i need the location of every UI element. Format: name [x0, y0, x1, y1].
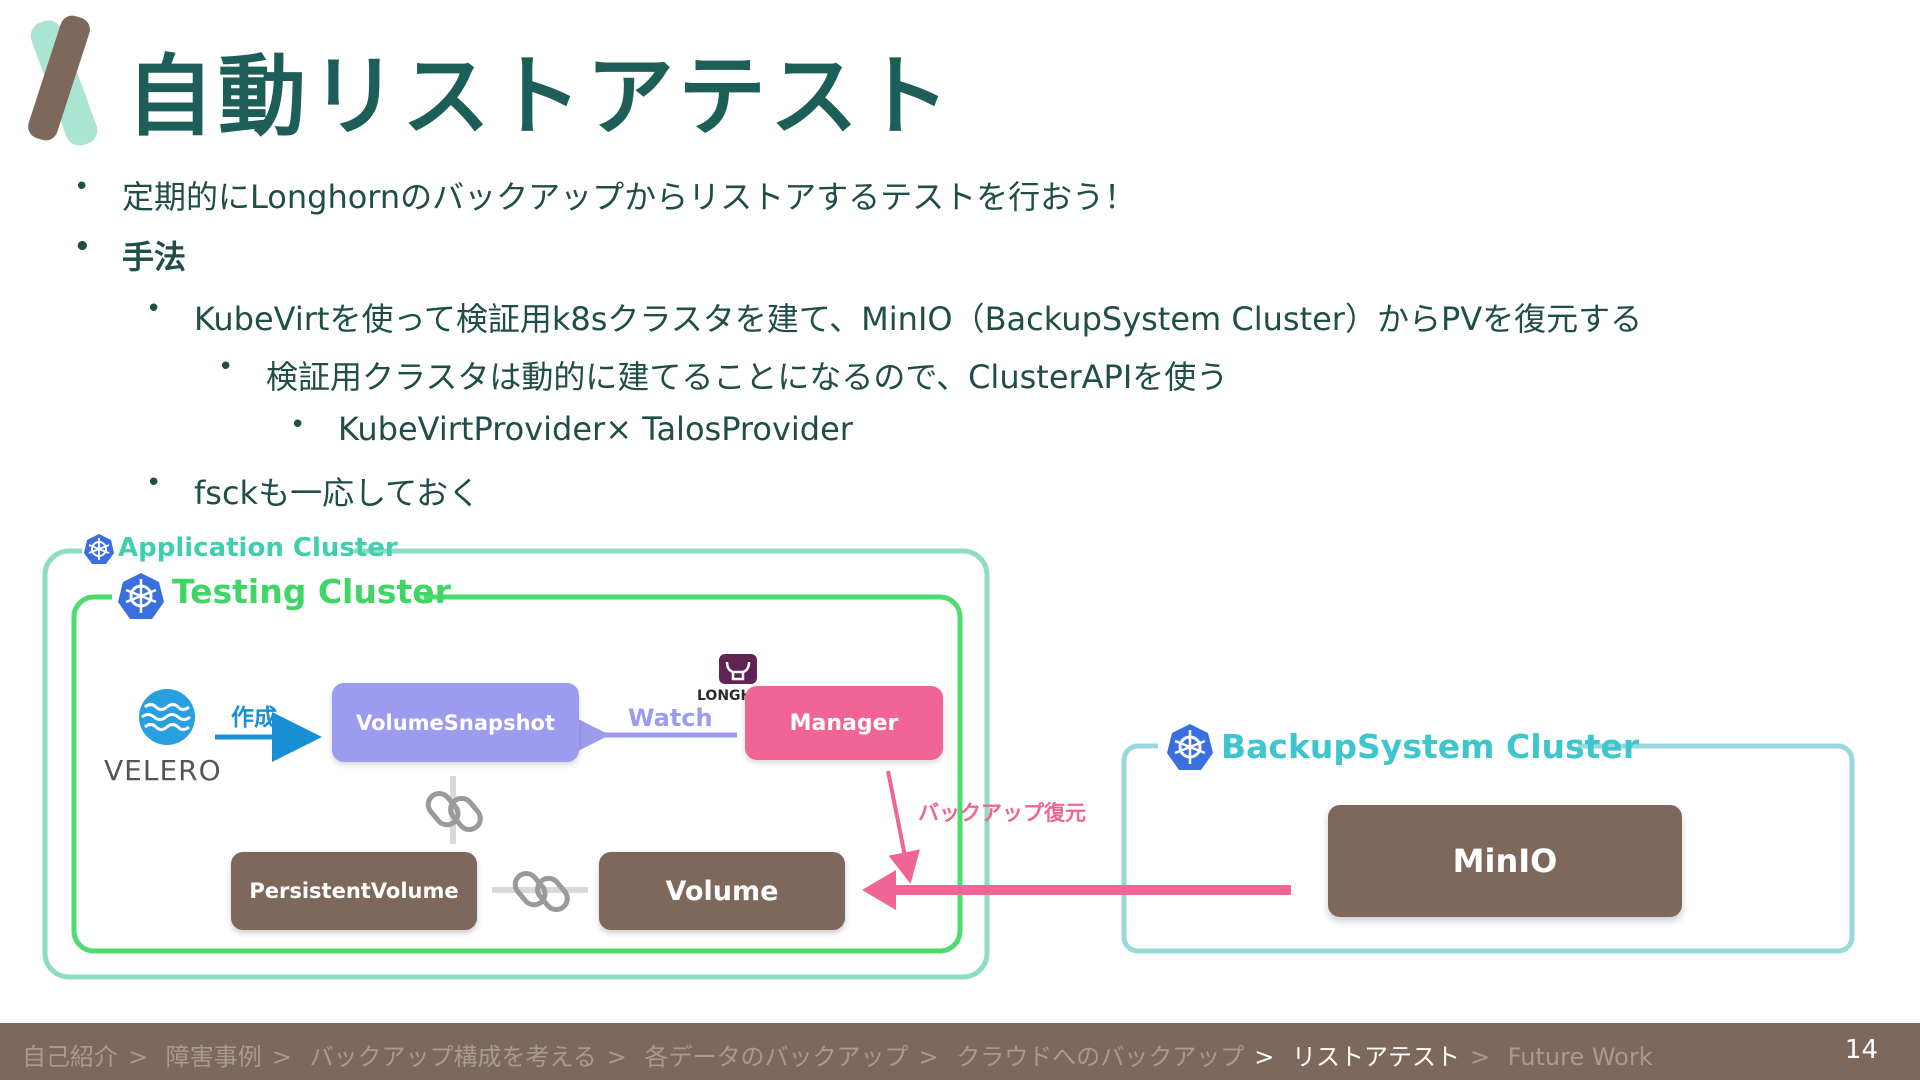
velero-label: VELERO	[104, 754, 222, 787]
chain-link-icon	[492, 871, 588, 913]
bullet-item: • 検証用クラスタは動的に建てることになるので、ClusterAPIを使う	[218, 352, 1229, 398]
velero-icon	[139, 689, 195, 745]
breadcrumb-item[interactable]: 各データのバックアップ	[644, 1043, 909, 1071]
bullet-dot: •	[218, 352, 234, 382]
bullet-dot: •	[74, 172, 90, 202]
restore-arrow	[862, 870, 1291, 910]
page-number: 14	[1844, 1035, 1878, 1065]
volume-box: Volume	[599, 852, 845, 930]
bullet-text: 定期的にLonghornのバックアップからリストアするテストを行おう！	[122, 178, 1137, 216]
testing-cluster-frame	[71, 594, 963, 954]
diagram-canvas	[42, 533, 1855, 980]
bullet-item: • 定期的にLonghornのバックアップからリストアするテストを行おう！	[74, 172, 1137, 218]
manager-box: Manager	[745, 686, 943, 760]
create-label: 作成	[231, 705, 277, 731]
backup-restore-label: バックアップ復元	[918, 801, 1086, 825]
bullet-dot: •	[74, 232, 91, 262]
longhorn-icon	[719, 654, 757, 684]
bullet-list: • 定期的にLonghornのバックアップからリストアするテストを行おう！ • …	[0, 0, 1920, 520]
slide-logo-mark	[28, 15, 98, 146]
bullet-text: 手法	[122, 238, 187, 276]
bullet-text: KubeVirtを使って検証用k8sクラスタを建て、MinIO（BackupSy…	[194, 300, 1643, 338]
breadcrumb-item[interactable]: 障害事例	[165, 1043, 262, 1071]
application-cluster-label: Application Cluster	[118, 533, 398, 563]
breadcrumb-item-active[interactable]: リストアテスト	[1292, 1043, 1461, 1071]
architecture-diagram: Application Cluster Testing Cluster Back…	[42, 533, 1855, 980]
bullet-item: • fsckも一応しておく	[146, 468, 481, 514]
bullet-dot: •	[146, 468, 162, 498]
bullet-text: KubeVirtProvider× TalosProvider	[338, 410, 853, 448]
bullet-text: fsckも一応しておく	[194, 474, 481, 512]
breadcrumb-item[interactable]: 自己紹介	[22, 1043, 118, 1071]
footer-bar: 自己紹介> 障害事例> バックアップ構成を考える> 各データのバックアップ> ク…	[0, 1023, 1920, 1080]
watch-label: Watch	[628, 704, 713, 732]
bullet-item: • KubeVirtを使って検証用k8sクラスタを建て、MinIO（Backup…	[146, 294, 1643, 340]
testing-cluster-label: Testing Cluster	[172, 572, 451, 611]
kubernetes-icon	[84, 534, 114, 564]
bullet-item: • 手法	[74, 232, 187, 278]
page-title: 自動リストアテスト	[126, 45, 955, 148]
persistentvolume-box: PersistentVolume	[231, 852, 477, 930]
chain-link-icon	[425, 776, 483, 844]
kubernetes-icon	[118, 573, 164, 619]
bullet-dot: •	[290, 410, 306, 440]
bullet-item: • KubeVirtProvider× TalosProvider	[290, 410, 853, 448]
minio-box: MinIO	[1328, 805, 1682, 917]
volumesnapshot-box: VolumeSnapshot	[332, 683, 579, 762]
breadcrumb-item[interactable]: バックアップ構成を考える	[309, 1043, 597, 1071]
restore-pointer-arrow	[886, 770, 920, 884]
bullet-dot: •	[146, 294, 162, 324]
bullet-text: 検証用クラスタは動的に建てることになるので、ClusterAPIを使う	[266, 358, 1229, 396]
breadcrumb-item[interactable]: Future Work	[1507, 1043, 1653, 1071]
backupsystem-cluster-label: BackupSystem Cluster	[1221, 727, 1640, 766]
application-cluster-frame	[42, 548, 990, 980]
breadcrumb: 自己紹介> 障害事例> バックアップ構成を考える> 各データのバックアップ> ク…	[22, 1043, 1653, 1071]
breadcrumb-item[interactable]: クラウドへのバックアップ	[956, 1043, 1245, 1071]
kubernetes-icon	[1167, 724, 1213, 770]
